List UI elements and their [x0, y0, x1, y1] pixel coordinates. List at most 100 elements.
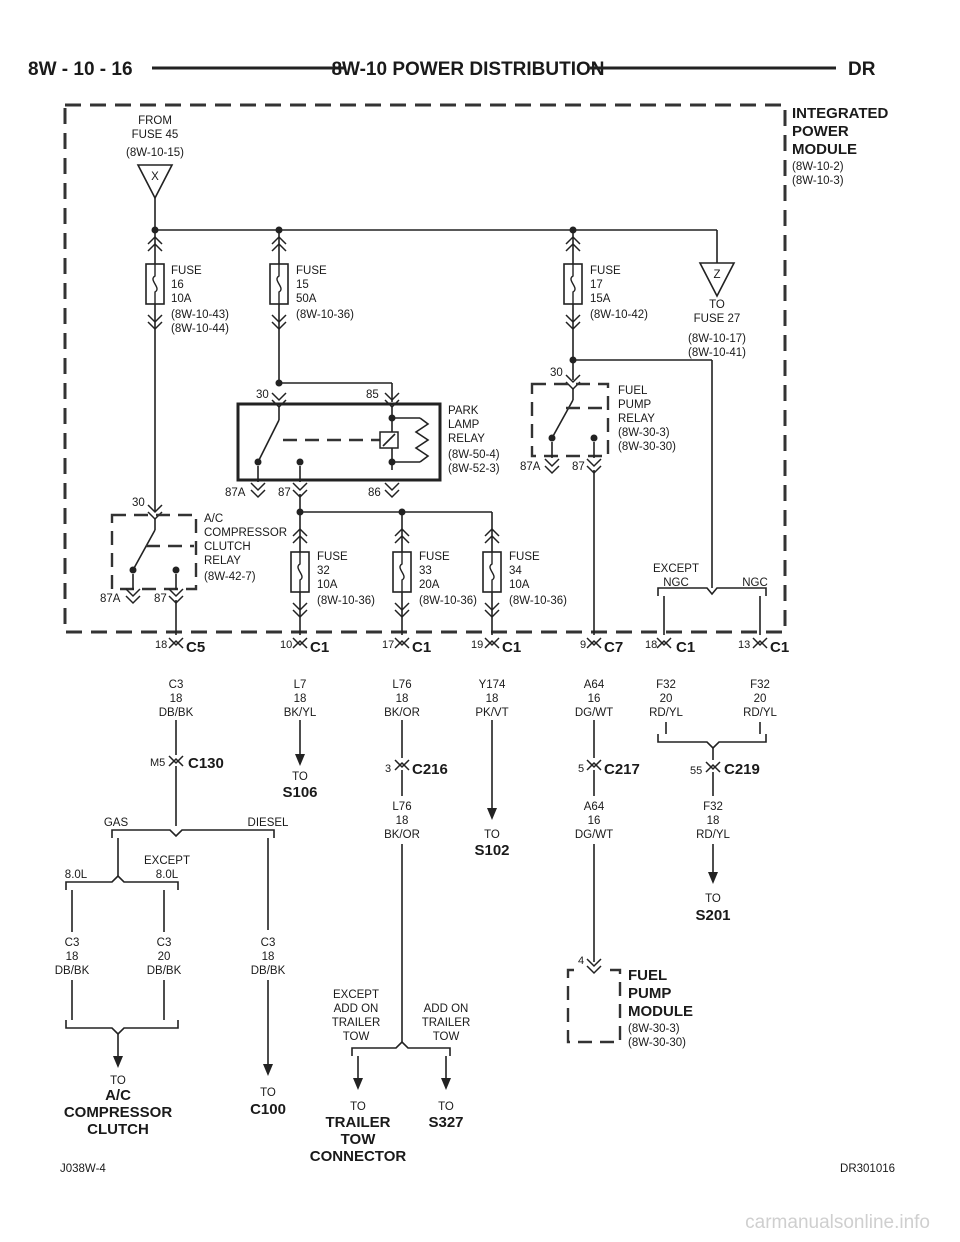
relay-pin: 86 [368, 487, 381, 499]
connector-name: C1 [412, 639, 431, 656]
split-label: NGC [742, 577, 768, 589]
fuse-label: 10A [171, 293, 192, 305]
from-fuse-label: FUSE 45 [132, 129, 179, 141]
dest-to: TO [350, 1101, 366, 1113]
wire-label: 18 [707, 815, 720, 827]
dest-to: TO [438, 1101, 454, 1113]
split-label: TOW [433, 1031, 460, 1043]
gas-diesel-split: GAS DIESEL [104, 817, 289, 930]
connector-c1-13: 13 C1 [738, 637, 789, 656]
wire-a64-lower: A64 16 DG/WT [575, 801, 613, 841]
trailer-tow-split: EXCEPT ADD ON TRAILER TOW ADD ON TRAILER… [332, 989, 471, 1082]
wire-label: 18 [396, 693, 409, 705]
fuse-label: 34 [509, 565, 522, 577]
relay-label: LAMP [448, 419, 480, 431]
connector-c130: M5 C130 [150, 755, 224, 772]
to-fuse-label: (8W-10-41) [688, 347, 746, 359]
to-fuse-label: (8W-10-17) [688, 333, 746, 345]
connector-pin: 5 [578, 763, 584, 775]
ipm-ref: (8W-10-3) [792, 175, 844, 187]
connector-c1-18: 18 C1 [645, 637, 695, 656]
wire-label: BK/OR [384, 829, 420, 841]
ipm-label-line: INTEGRATED [792, 105, 889, 122]
footer-right-code: DR301016 [840, 1163, 895, 1175]
relay-label: (8W-30-30) [618, 441, 676, 453]
splice-symbol: X [151, 171, 159, 183]
fuse-label: (8W-10-36) [509, 595, 567, 607]
relay-pin: 87 [572, 461, 585, 473]
split-label: 8.0L [65, 869, 88, 881]
fuse-33-label: FUSE 33 20A (8W-10-36) [419, 551, 477, 607]
fuse-label: FUSE [317, 551, 348, 563]
fuse-15-label: FUSE 15 50A (8W-10-36) [296, 265, 354, 321]
fuse-16 [145, 263, 165, 305]
fuel-pump-relay-box [530, 382, 610, 458]
wire-c3-8l: C3 18 DB/BK [55, 937, 90, 977]
connector-name: C216 [412, 761, 448, 778]
wire-c3-except-8l: C3 20 DB/BK [147, 937, 182, 977]
wire-label: 18 [262, 951, 275, 963]
wire-l76-upper: L76 18 BK/OR [384, 679, 420, 719]
relay-label: COMPRESSOR [204, 527, 287, 539]
split-label: TRAILER [332, 1017, 381, 1029]
relay-pin: 85 [366, 389, 379, 401]
connector-name: C1 [310, 639, 329, 656]
connector-name: C5 [186, 639, 205, 656]
fuse-17 [563, 263, 583, 305]
connector-c219: 55 C219 [690, 761, 760, 778]
connector-c1-17: 17 C1 [382, 637, 431, 656]
split-label: TOW [343, 1031, 370, 1043]
connector-name: C1 [676, 639, 695, 656]
wire-label: 20 [660, 693, 673, 705]
module-ref: (8W-30-30) [628, 1037, 686, 1049]
wire-label: DB/BK [147, 965, 182, 977]
wire-label: C3 [169, 679, 184, 691]
wire-label: 18 [294, 693, 307, 705]
relay-pin: 30 [256, 389, 269, 401]
wire-l7: L7 18 BK/YL [284, 679, 317, 719]
dest-name: A/C [105, 1087, 131, 1104]
dest-to: TO [292, 771, 308, 783]
relay-label: (8W-52-3) [448, 463, 500, 475]
split-label: TRAILER [422, 1017, 471, 1029]
wire-label: 18 [486, 693, 499, 705]
watermark: carmanualsonline.info [745, 1212, 930, 1233]
connector-c1-10: 10 C1 [280, 637, 329, 656]
connector-c7: 9 C7 [580, 637, 623, 656]
fuse-label: 15 [296, 279, 309, 291]
fuel-pump-relay: 30 87A 87 FUEL PUMP RELAY (8W-30-3) (8W-… [520, 367, 676, 635]
module-label: MODULE [628, 1003, 693, 1020]
fuse-label: (8W-10-43) [171, 309, 229, 321]
fuse-label: (8W-10-36) [419, 595, 477, 607]
wire-f32-left: F32 20 RD/YL [649, 679, 683, 719]
dest-to: TO [110, 1075, 126, 1087]
wire-label: A64 [584, 801, 605, 813]
dest-name: S201 [695, 907, 730, 924]
fuse-label: 33 [419, 565, 432, 577]
fuse-33 [392, 551, 412, 593]
split-label: 8.0L [156, 869, 179, 881]
park-lamp-relay-box [236, 402, 442, 482]
connector-pin: 18 [645, 639, 657, 651]
wire-label: C3 [157, 937, 172, 949]
fuse-label: FUSE [590, 265, 621, 277]
wire-label: RD/YL [649, 707, 683, 719]
ngc-split: EXCEPT NGC NGC [653, 563, 768, 635]
park-lamp-relay: 30 85 87A 87 86 PARK LAMP RELAY (8W-50-4… [225, 379, 500, 499]
relay-pin: 87A [100, 593, 121, 605]
relay-pin: 30 [132, 497, 145, 509]
connector-name: C219 [724, 761, 760, 778]
ac-compressor-clutch-relay: 30 87A 87 A/C COMPRESSOR CLUTCH RELAY (8… [100, 497, 287, 635]
relay-pin: 87A [225, 487, 246, 499]
relay-pin: 30 [550, 367, 563, 379]
connector-c216: 3 C216 [385, 761, 448, 778]
wire-label: C3 [261, 937, 276, 949]
connector-c5: 18 C5 [155, 637, 205, 656]
wire-label: DB/BK [55, 965, 90, 977]
wire-label: F32 [656, 679, 676, 691]
connector-pin: 55 [690, 765, 702, 777]
ipm-boundary [63, 103, 787, 634]
fuel-pump-module: 4 FUEL PUMP MODULE (8W-30-3) (8W-30-30) [566, 955, 693, 1049]
wire-label: 20 [754, 693, 767, 705]
module-label: FUEL [628, 967, 667, 984]
